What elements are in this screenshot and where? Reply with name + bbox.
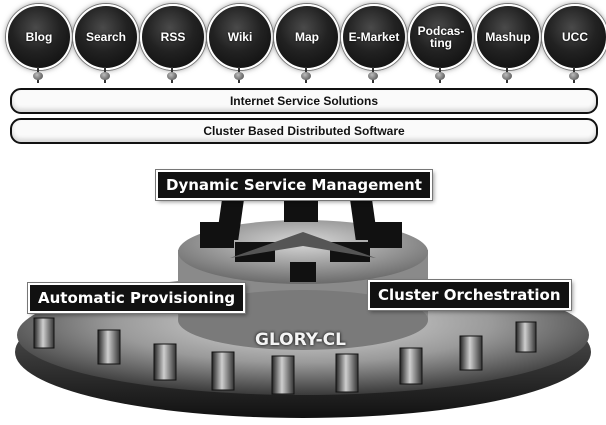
service-label: E-Market	[348, 30, 400, 44]
dynamic-service-management-label: Dynamic Service Management	[156, 170, 432, 200]
service-rss: RSS	[140, 4, 206, 90]
connector-knob	[368, 72, 378, 80]
central-servers	[200, 196, 402, 282]
connector-knob	[100, 72, 110, 80]
service-wiki: Wiki	[207, 4, 273, 90]
service-ball: Map	[274, 4, 340, 70]
connector-knob	[435, 72, 445, 80]
internet-service-bar: Internet Service Solutions	[10, 88, 598, 114]
service-label: Mashup	[485, 30, 531, 44]
connector-knob	[33, 72, 43, 80]
service-podcasting: Podcas- ting	[408, 4, 474, 90]
service-blog: Blog	[6, 4, 72, 90]
service-search: Search	[73, 4, 139, 90]
service-emarket: E-Market	[341, 4, 407, 90]
connector-knob	[301, 72, 311, 80]
service-row: Blog Search RSS Wiki Map E-Market Podcas…	[6, 4, 606, 90]
service-map: Map	[274, 4, 340, 90]
connector-knob	[234, 72, 244, 80]
connector-knob	[502, 72, 512, 80]
cluster-software-label: Cluster Based Distributed Software	[203, 124, 405, 138]
service-ball: Wiki	[207, 4, 273, 70]
service-label: RSS	[160, 30, 186, 44]
service-ball: Search	[73, 4, 139, 70]
service-mashup: Mashup	[475, 4, 541, 90]
glory-cl-label: GLORY-CL	[255, 330, 346, 350]
internet-service-label: Internet Service Solutions	[229, 94, 379, 108]
service-ball: RSS	[140, 4, 206, 70]
service-ball: Blog	[6, 4, 72, 70]
service-label: Search	[85, 30, 127, 44]
server-racks	[33, 317, 537, 395]
service-label: Wiki	[227, 30, 253, 44]
service-label: Blog	[25, 30, 53, 44]
service-label: Podcas- ting	[417, 24, 465, 50]
service-ucc: UCC	[542, 4, 606, 90]
automatic-provisioning-label: Automatic Provisioning	[28, 283, 246, 313]
service-ball: Mashup	[475, 4, 541, 70]
cluster-orchestration-label: Cluster Orchestration	[368, 280, 571, 310]
service-ball: UCC	[542, 4, 606, 70]
service-ball: Podcas- ting	[408, 4, 474, 70]
connector-knob	[167, 72, 177, 80]
service-label: Map	[295, 30, 319, 44]
connector-knob	[569, 72, 579, 80]
cluster-software-bar: Cluster Based Distributed Software	[10, 118, 598, 144]
service-label: UCC	[562, 30, 588, 44]
service-ball: E-Market	[341, 4, 407, 70]
